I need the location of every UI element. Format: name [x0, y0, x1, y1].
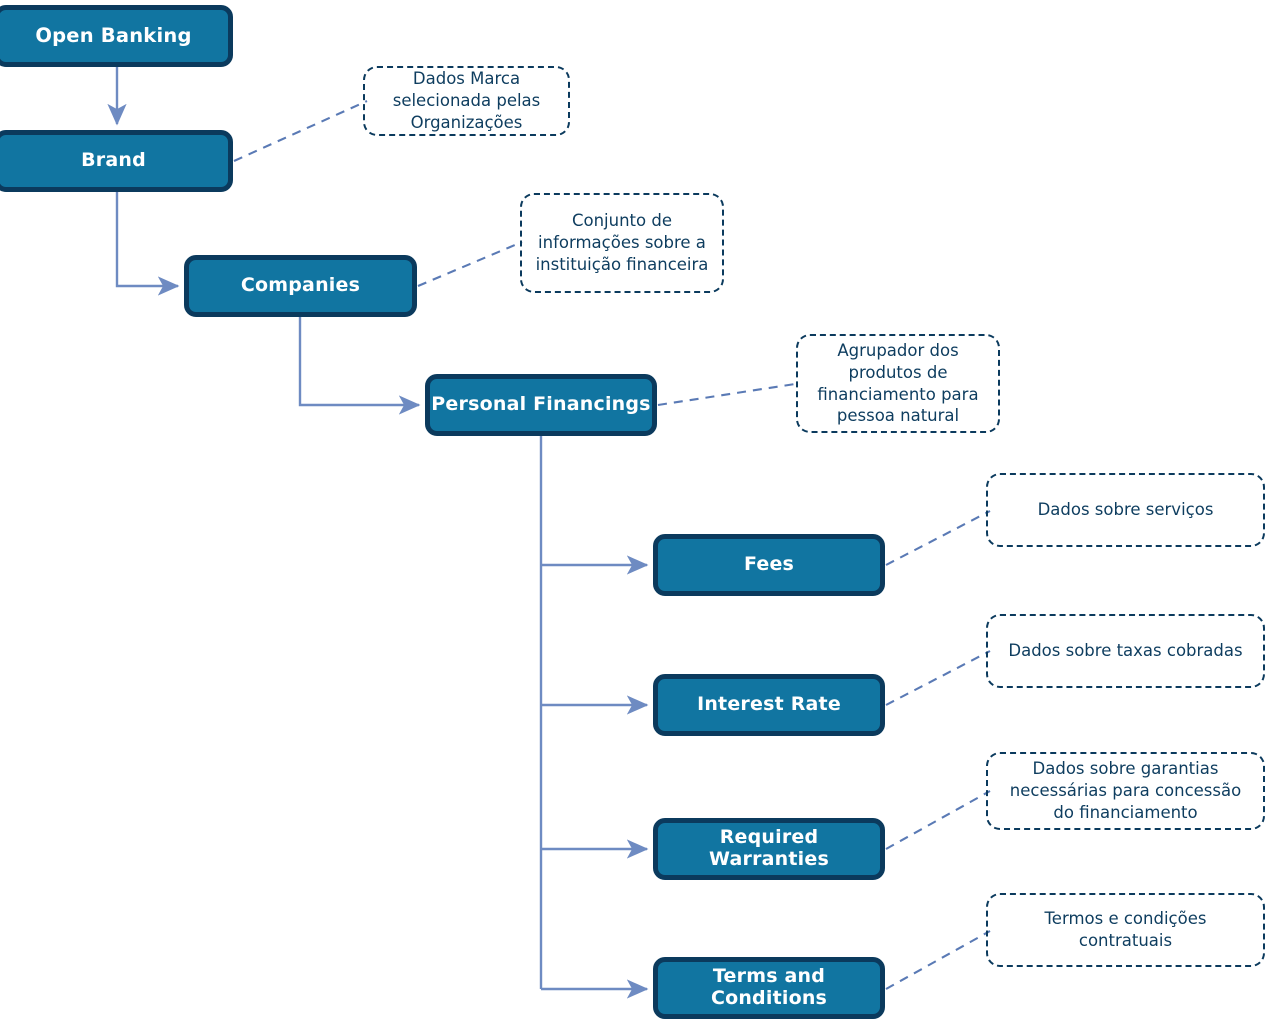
note-required-warranties: Dados sobre garantias necessárias para c…	[986, 752, 1265, 830]
note-companies-text: Conjunto de informações sobre a institui…	[535, 211, 709, 274]
note-terms-and-conditions-text: Termos e condições contratuais	[1044, 909, 1207, 950]
node-companies[interactable]: Companies	[184, 255, 417, 317]
node-open-banking[interactable]: Open Banking	[0, 5, 233, 67]
leader-required-warranties-note	[885, 790, 991, 850]
edge-brand-companies	[115, 192, 180, 296]
node-terms-and-conditions[interactable]: Terms and Conditions	[653, 957, 885, 1019]
note-fees-text: Dados sobre serviços	[1037, 500, 1214, 520]
node-required-warranties[interactable]: Required Warranties	[653, 818, 885, 880]
node-terms-and-conditions-label: Terms and Conditions	[710, 965, 828, 1009]
note-personal-financings: Agrupador dos produtos de financiamento …	[796, 334, 1000, 433]
leader-terms-and-conditions-note	[885, 930, 991, 990]
node-interest-rate-label: Interest Rate	[697, 693, 841, 716]
node-fees[interactable]: Fees	[653, 534, 885, 596]
leader-companies-note	[417, 241, 523, 287]
note-interest-rate-text: Dados sobre taxas cobradas	[1008, 641, 1243, 661]
note-brand-text: Dados Marca selecionada pelas Organizaçõ…	[392, 69, 541, 132]
node-personal-financings-label: Personal Financings	[431, 393, 651, 416]
note-required-warranties-text: Dados sobre garantias necessárias para c…	[1009, 759, 1242, 822]
leader-brand-note	[233, 100, 368, 162]
edge-companies-personal-financings	[298, 317, 421, 415]
leader-fees-note	[885, 510, 991, 566]
note-terms-and-conditions: Termos e condições contratuais	[986, 893, 1265, 967]
node-personal-financings[interactable]: Personal Financings	[425, 374, 657, 436]
note-companies: Conjunto de informações sobre a institui…	[520, 193, 724, 293]
note-fees: Dados sobre serviços	[986, 473, 1265, 547]
node-brand[interactable]: Brand	[0, 130, 233, 192]
note-interest-rate: Dados sobre taxas cobradas	[986, 614, 1265, 688]
node-fees-label: Fees	[743, 553, 795, 576]
node-companies-label: Companies	[240, 274, 361, 297]
note-personal-financings-text: Agrupador dos produtos de financiamento …	[817, 340, 979, 426]
node-brand-label: Brand	[81, 149, 146, 172]
node-open-banking-label: Open Banking	[35, 23, 192, 47]
node-interest-rate[interactable]: Interest Rate	[653, 674, 885, 736]
leader-interest-rate-note	[885, 650, 991, 706]
note-brand: Dados Marca selecionada pelas Organizaçõ…	[363, 66, 570, 136]
node-required-warranties-label: Required Warranties	[709, 826, 829, 870]
leader-personal-financings-note	[657, 382, 796, 407]
